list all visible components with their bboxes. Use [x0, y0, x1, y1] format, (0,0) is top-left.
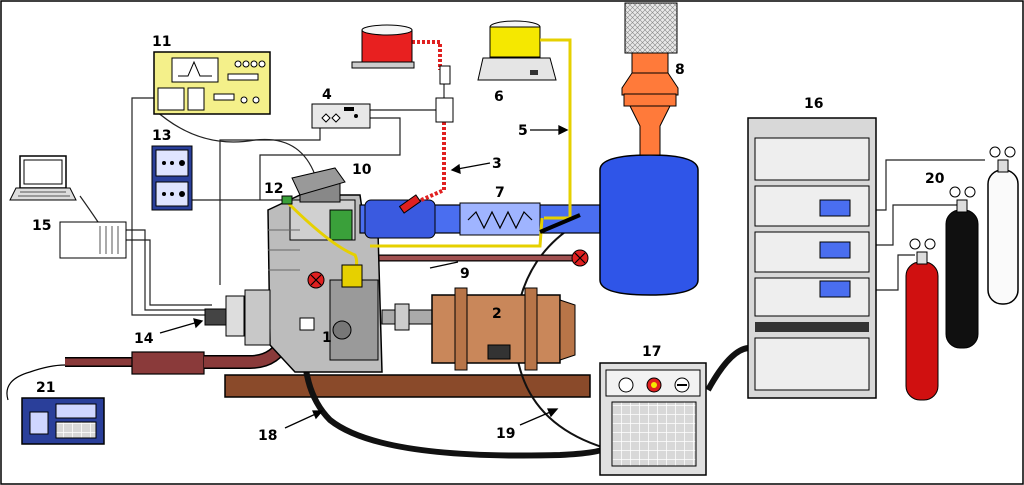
label-14: 14: [134, 331, 154, 347]
dynamometer: [431, 287, 576, 371]
gas-cylinder-red: [905, 238, 939, 401]
label-1: 1: [322, 330, 332, 346]
label-9: 9: [460, 266, 470, 282]
fuel-filter: [439, 65, 451, 85]
fuel-line-yellow: [540, 38, 572, 220]
label-8: 8: [675, 62, 685, 78]
label-19: 19: [496, 426, 515, 442]
fuel-line-b: [409, 122, 446, 207]
label-17: 17: [642, 344, 661, 360]
fuel-tank: [351, 24, 415, 69]
analyzer-11: [153, 51, 271, 115]
label-5: 5: [518, 123, 528, 139]
heater-7: [459, 202, 541, 236]
label-2: 2: [492, 306, 502, 322]
exhaust-stack: [621, 2, 679, 156]
label-3: 3: [492, 156, 502, 172]
laptop-computer: [9, 155, 77, 201]
gas-cylinder-white: [987, 146, 1019, 305]
label-4: 4: [322, 87, 332, 103]
label-11: 11: [152, 34, 171, 50]
label-21: 21: [36, 380, 55, 396]
exhaust-drum: [599, 154, 699, 296]
leader-lines: [159, 124, 569, 429]
cable-17-16: [705, 345, 749, 392]
label-6: 6: [494, 89, 504, 105]
gas-cylinder-black: [945, 186, 979, 349]
gas-cylinders: [905, 146, 1019, 401]
base-plate: [224, 374, 591, 398]
label-15: 15: [32, 218, 51, 234]
module-13: [151, 145, 193, 211]
label-12: 12: [264, 181, 283, 197]
fuel-balance: [477, 20, 557, 81]
control-unit-17: [599, 362, 707, 476]
sensor-connector: [341, 264, 363, 288]
cable-18: [301, 329, 608, 459]
label-13: 13: [152, 128, 171, 144]
fuel-flowmeter: [435, 97, 454, 123]
engine: [244, 167, 383, 373]
sensor-14: [204, 295, 245, 337]
engine-green-part: [329, 209, 353, 241]
label-16: 16: [804, 96, 823, 112]
fuel-line-a: [412, 40, 442, 70]
label-18: 18: [258, 428, 277, 444]
label-7: 7: [495, 185, 505, 201]
controller-21: [6, 364, 105, 445]
label-10: 10: [352, 162, 372, 178]
label-20: 20: [925, 171, 945, 187]
device-4: [311, 103, 371, 129]
exhaust-line: [359, 199, 601, 239]
daq-box: [59, 221, 127, 259]
injector: [398, 194, 422, 214]
gas-analyzer-cabinet: [747, 117, 877, 399]
